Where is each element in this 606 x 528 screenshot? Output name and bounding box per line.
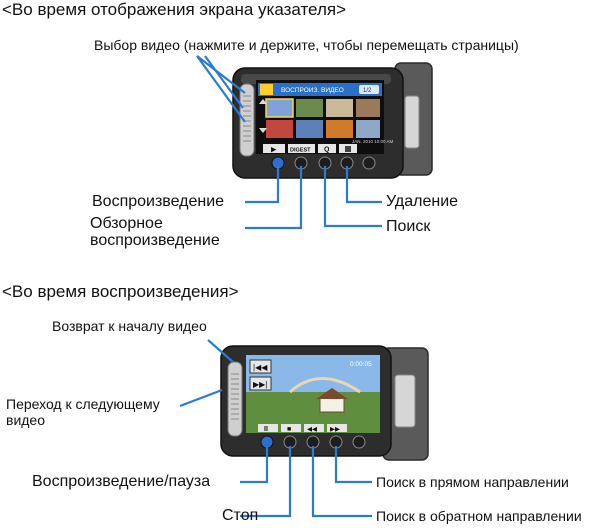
touch-sensor[interactable] [239,83,255,157]
timecode: 0:00:05 [350,361,372,368]
hinge-slot [404,95,420,149]
svg-text:DIGEST: DIGEST [290,148,311,154]
screen-btn-search[interactable] [318,144,336,153]
screen-btn-digest[interactable] [288,144,315,153]
video-thumbnail[interactable] [326,99,353,117]
hw-button-menu[interactable] [352,435,366,449]
btn-skip-forward[interactable] [249,376,272,391]
camcorder-playback-view: |◀◀ ▶▶| 0:00:05 II ■ ◀◀ ▶▶ [220,345,429,461]
svg-text:▶▶: ▶▶ [330,426,341,433]
skip-back-icon: |◀◀ [253,363,268,372]
screen-info: JAN. 2010 10:00 AM [352,139,394,144]
screen-btn-play[interactable] [263,144,285,153]
callout-lines-2 [179,339,372,518]
hw-button-menu[interactable] [362,156,376,170]
svg-text:▶: ▶ [271,147,277,154]
video-thumbnail[interactable] [356,99,380,117]
section1-title: <Во время отображения экрана указателя> [2,0,346,19]
svg-text:Q: Q [324,147,330,154]
btn-skip-back[interactable] [249,359,272,374]
section2-title: <Во время воспроизведения> [2,282,239,301]
video-thumbnail[interactable] [296,99,323,117]
callout-lines-1 [196,55,382,230]
scroll-down-icon[interactable] [259,128,267,133]
svg-text:■: ■ [287,426,291,433]
callout-select-video: Выбор видео (нажмите и держите, чтобы пе… [94,37,519,53]
screen-btn-pause[interactable] [258,424,278,432]
video-thumbnail[interactable] [356,120,380,138]
screen-btn-rewind[interactable] [304,424,324,432]
label-delete: Удаление [386,193,459,210]
svg-text:II: II [264,426,268,433]
screen-btn-stop[interactable] [281,424,301,432]
video-thumbnail[interactable] [326,120,353,138]
skip-forward-icon: ▶▶| [253,380,267,389]
video-thumbnail[interactable] [266,120,293,138]
trash-icon [345,146,351,152]
scroll-up-icon[interactable] [259,99,267,104]
label-return-to-start: Возврат к началу видео [52,318,207,334]
label-digest-line1: Обзорное [90,215,163,232]
svg-text:◀◀: ◀◀ [307,426,318,433]
label-play-pause: Воспроизведение/пауза [32,473,211,490]
label-playback: Воспроизведение [92,193,225,210]
label-search: Поиск [386,218,431,235]
screen-header-text: ВОСПРОИЗ. ВИДЕО [281,87,344,94]
screen-btn-forward[interactable] [327,424,347,432]
video-thumbnail[interactable] [296,120,323,138]
label-next-video-line2: видео [6,412,45,428]
rainbow [288,377,361,394]
scene-house [319,397,345,413]
home-icon[interactable] [260,84,273,95]
screen-page-indicator: 1/2 [363,88,372,94]
label-search-forward: Поиск в прямом направлении [376,474,569,490]
screen-header-bar [258,83,382,96]
label-next-video-line1: Переход к следующему [6,396,160,412]
label-digest-line2: воспроизведение [90,232,220,249]
label-stop: Стоп [222,507,259,524]
video-thumbnail[interactable] [265,98,294,118]
camcorder-index-view: ВОСПРОИЗ. ВИДЕО 1/2 JAN. 2010 10:00 AM ▶… [232,62,433,179]
label-search-reverse: Поиск в обратном направлении [376,508,582,524]
hinge-slot [394,374,416,428]
